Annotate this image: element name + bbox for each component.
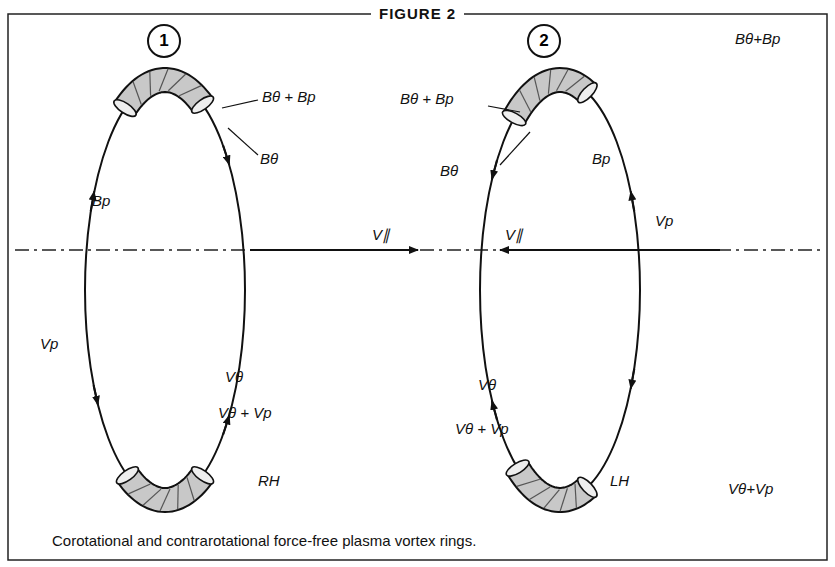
helical-field-line	[133, 82, 141, 105]
direction-arrow	[492, 401, 497, 420]
direction-arrow	[223, 146, 229, 165]
tube-end-cap	[114, 464, 141, 487]
quantity-label: Bθ	[440, 162, 458, 180]
quantity-label: Bθ	[260, 150, 278, 168]
figure-title: FIGURE 2	[371, 5, 464, 23]
helical-field-line	[560, 488, 567, 511]
ring-number-circle: 1	[147, 24, 181, 58]
quantity-label: Vp	[40, 335, 58, 353]
helical-field-line	[128, 484, 150, 494]
helical-field-line	[149, 72, 151, 96]
tube-end-cap	[575, 80, 600, 106]
helical-field-line	[534, 77, 540, 101]
quantity-label: Bθ+Bp	[735, 30, 780, 48]
helical-field-line	[566, 76, 585, 91]
direction-arrow	[492, 160, 497, 179]
quantity-label: Bθ + Bp	[400, 90, 454, 108]
callout-number: 1	[159, 31, 168, 51]
axis-line	[15, 249, 825, 251]
figure-frame	[8, 14, 827, 560]
helical-field-line	[177, 485, 179, 509]
flux-tube	[514, 80, 587, 118]
quantity-label: V∥	[505, 226, 523, 244]
quantity-label: Vθ	[478, 376, 496, 394]
flux-tube-outline	[518, 468, 588, 500]
helical-field-line	[557, 70, 569, 91]
quantity-label: Bθ + Bp	[262, 88, 316, 106]
callout-number: 2	[539, 31, 548, 51]
helical-field-line	[143, 489, 161, 505]
helical-field-line	[529, 487, 550, 500]
quantity-label: Vθ	[225, 368, 243, 386]
direction-arrow	[631, 369, 635, 389]
helical-field-line	[168, 74, 186, 91]
leader-line	[228, 128, 258, 155]
quantity-label: Vθ + Vp	[455, 420, 509, 438]
tube-end-cap	[111, 97, 138, 120]
direction-arrow	[631, 191, 635, 211]
quantity-label: RH	[258, 472, 280, 490]
vortex-ring	[85, 80, 245, 500]
helical-field-line	[160, 489, 170, 511]
quantity-label: V∥	[372, 226, 390, 244]
helical-field-line	[520, 90, 531, 111]
axial-flow-arrow	[250, 249, 418, 251]
leader-line	[488, 106, 520, 112]
flux-tube	[125, 80, 203, 108]
helical-field-line	[187, 477, 194, 500]
quantity-label: LH	[610, 472, 629, 490]
flux-tube-outline	[125, 80, 203, 108]
helical-field-line	[548, 70, 550, 94]
leader-line	[222, 100, 258, 108]
flux-tube-outline	[127, 475, 202, 500]
axial-flow-arrow	[500, 249, 720, 251]
quantity-label: Bp	[92, 192, 110, 210]
tube-end-cap	[189, 93, 216, 116]
quantity-label: Vθ+Vp	[728, 480, 773, 498]
direction-arrow	[94, 385, 98, 405]
leader-line	[500, 132, 530, 165]
tube-end-cap	[189, 464, 216, 487]
helical-field-line	[575, 484, 576, 508]
helical-field-line	[517, 479, 540, 486]
tube-end-cap	[575, 474, 600, 500]
quantity-label: Vθ + Vp	[218, 404, 272, 422]
quantity-label: Bp	[592, 150, 610, 168]
tube-end-cap	[504, 457, 531, 479]
figure-caption: Corotational and contrarotational force-…	[52, 532, 476, 550]
helical-field-line	[179, 86, 201, 96]
helical-field-line	[159, 69, 168, 91]
flux-tube-outline	[514, 80, 587, 118]
ring-number-circle: 2	[527, 24, 561, 58]
helical-field-line	[544, 490, 560, 509]
flux-tube	[518, 468, 588, 500]
quantity-label: Vp	[655, 212, 673, 230]
flux-tube	[127, 475, 202, 500]
